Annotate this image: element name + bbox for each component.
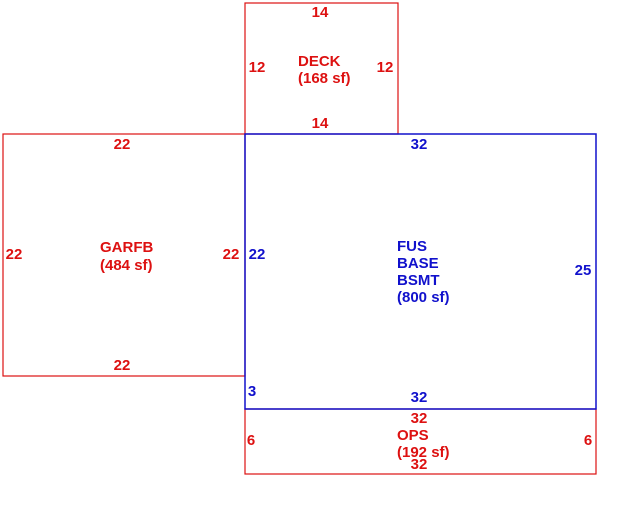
main-dim-top: 32	[411, 136, 428, 153]
main-area: 32 32 22 25 3 FUS BASE BSMT (800 sf)	[244, 133, 597, 410]
ops-dim-top: 32	[411, 410, 428, 427]
deck-dim-top: 14	[312, 4, 329, 21]
garfb-dim-right: 22	[223, 246, 240, 263]
deck-area-sf: (168 sf)	[298, 70, 351, 87]
main-dim-lower-left: 3	[248, 383, 256, 400]
main-name-line2: BASE	[397, 255, 439, 272]
ops-area-sf: (192 sf)	[397, 444, 450, 461]
garfb-name: GARFB	[100, 239, 153, 256]
main-dim-right: 25	[575, 262, 592, 279]
ops-dim-left: 6	[247, 432, 255, 449]
ops-area: 32 32 6 6 OPS (192 sf)	[244, 408, 597, 475]
garfb-dim-top: 22	[114, 136, 131, 153]
ops-dim-bottom: 32	[411, 456, 428, 473]
garfb-dim-left: 22	[6, 246, 23, 263]
garfb-area-sf: (484 sf)	[100, 257, 153, 274]
deck-dim-right: 12	[377, 59, 394, 76]
main-outline	[244, 133, 597, 410]
garfb-dim-bottom: 22	[114, 357, 131, 374]
garfb-area: 22 22 22 22 GARFB (484 sf)	[2, 133, 246, 377]
deck-dim-left: 12	[249, 59, 266, 76]
main-dim-bottom: 32	[411, 389, 428, 406]
main-dim-left: 22	[249, 246, 266, 263]
ops-dim-right: 6	[584, 432, 592, 449]
main-name-line3: BSMT	[397, 272, 440, 289]
main-name-line1: FUS	[397, 238, 427, 255]
ops-name: OPS	[397, 427, 429, 444]
deck-dim-bottom: 14	[312, 115, 329, 132]
main-area-sf: (800 sf)	[397, 289, 450, 306]
deck-name: DECK	[298, 53, 341, 70]
deck-area: 14 14 12 12 DECK (168 sf)	[244, 2, 399, 135]
